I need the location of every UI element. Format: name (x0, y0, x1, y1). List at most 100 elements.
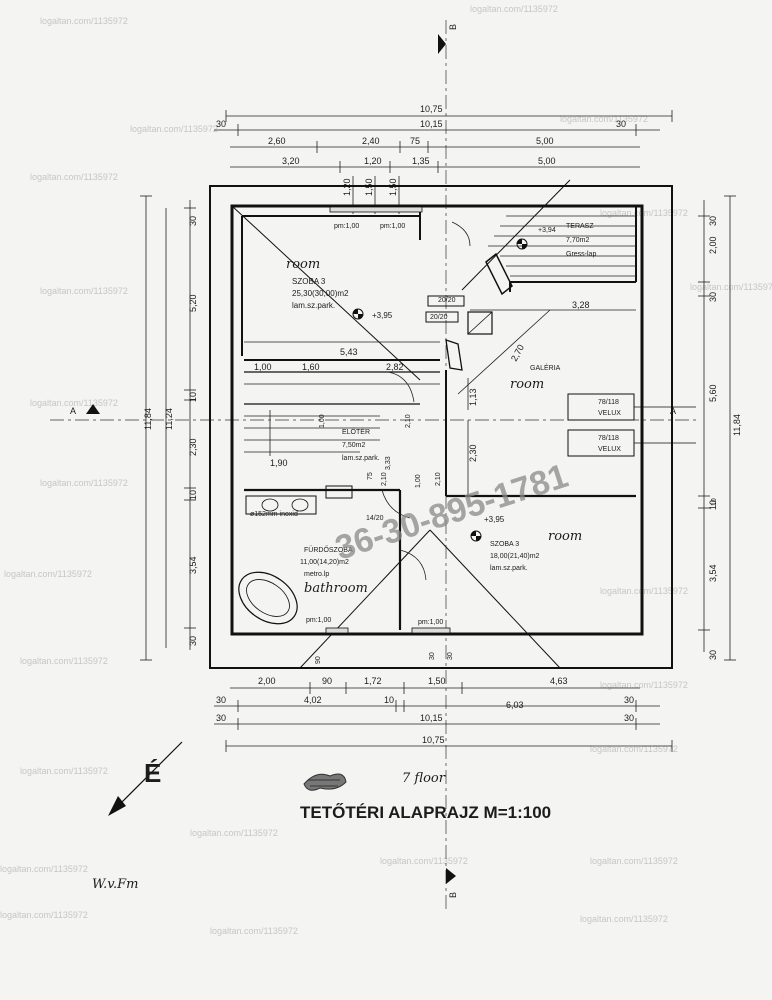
page-title: TETŐTÉRI ALAPRAJZ M=1:100 (300, 803, 551, 822)
section-arrow-icon (446, 868, 456, 884)
dim-label: 30 (188, 216, 198, 226)
pm-label: pm:1,00 (306, 617, 331, 624)
section-arrow-icon (86, 404, 100, 414)
dim-label: 11,24 (164, 408, 174, 430)
velux-size: 78/118 (598, 399, 619, 406)
watermark: logaltan.com/1135972 (690, 282, 772, 292)
dim-label: 30 (708, 650, 718, 660)
north-arrow: É (108, 741, 183, 816)
watermark: logaltan.com/1135972 (600, 586, 688, 596)
north-label: É (144, 758, 161, 788)
section-a-marker: A A (50, 404, 700, 421)
dim-label: 30 (447, 652, 454, 660)
dim-label: 90 (315, 656, 322, 664)
watermark: logaltan.com/1135972 (600, 208, 688, 218)
watermark: logaltan.com/1135972 (590, 856, 678, 866)
dim-label: 1,60 (302, 362, 320, 372)
interior-dim-labels: 20/20 20/20 5,43 1,00 1,60 2,82 1,90 2,1… (254, 297, 718, 664)
dim-label: 1,50 (364, 178, 374, 196)
scribble-icon (303, 773, 347, 791)
dim-label: 30 (616, 119, 626, 129)
room-floor: lam.sz.park. (292, 301, 335, 310)
handwritten-caption: 7 floor (402, 771, 446, 786)
dim-label: 5,43 (340, 347, 358, 357)
room-name: SZOBA 3 (292, 277, 326, 286)
dim-label: 1,00 (319, 414, 326, 428)
room-szoba-nw: room SZOBA 3 25,30(30,00)m2 lam.sz.park.… (286, 223, 405, 320)
room-name: SZOBA 3 (490, 541, 519, 548)
velux-label: VELUX (598, 446, 621, 453)
dim-label: 3,54 (708, 564, 718, 582)
pm-label: pm:1,00 (418, 619, 443, 626)
watermark: logaltan.com/1135972 (210, 926, 298, 936)
dim-label: 2,00 (708, 236, 718, 254)
room-area: 7,50m2 (342, 442, 365, 449)
watermark: logaltan.com/1135972 (600, 680, 688, 690)
dim-label: 30 (624, 695, 634, 705)
dim-label: 30 (216, 695, 226, 705)
watermark: logaltan.com/1135972 (4, 569, 92, 579)
dim-label: 1,72 (364, 676, 382, 686)
room-terasz: +3,94 TERASZ 7,70m2 Gress-lap (538, 223, 596, 258)
watermark: logaltan.com/1135972 (380, 856, 468, 866)
right-dimension-chains: 11,84 30 2,00 30 5,60 10 3,54 30 (698, 195, 742, 661)
velux-label: VELUX (598, 410, 621, 417)
watermark: logaltan.com/1135972 (580, 914, 668, 924)
room-szoba-se: +3,95 room SZOBA 3 18,00(21,40)m2 lam.sz… (418, 515, 582, 626)
building-walls (209, 179, 696, 669)
watermark: logaltan.com/1135972 (560, 114, 648, 124)
dim-label: 2,10 (381, 472, 388, 486)
dim-label: 2,60 (268, 136, 286, 146)
dim-label: 2,70 (509, 343, 526, 363)
dim-label: 5,20 (188, 294, 198, 312)
section-a-label-right: A (670, 406, 676, 416)
pm-label: pm:1,00 (334, 223, 359, 230)
dim-label: 3,20 (282, 156, 300, 166)
dim-label: 2,40 (362, 136, 380, 146)
watermark-group: logaltan.com/1135972 logaltan.com/113597… (0, 4, 772, 936)
room-level: +3,95 (484, 515, 505, 524)
dim-label: 10,15 (420, 713, 443, 723)
dim-label: 10 (188, 490, 198, 500)
watermark: logaltan.com/1135972 (590, 744, 678, 754)
watermark: logaltan.com/1135972 (0, 864, 88, 874)
room-area: 11,00(14,20)m2 (300, 559, 349, 566)
dim-label: 30 (708, 292, 718, 302)
dim-label: 30 (188, 636, 198, 646)
room-level: +3,95 (372, 311, 393, 320)
velux-labels: 78/118 VELUX 78/118 VELUX (598, 399, 621, 453)
dim-label: 1,35 (412, 156, 430, 166)
pipe-label: ø152mm inoxid (250, 511, 298, 518)
watermark: logaltan.com/1135972 (470, 4, 558, 14)
north-arrow-icon (108, 796, 126, 816)
bottom-dimension-chains: 2,00 90 1,72 1,50 4,63 30 4,02 10 6,03 3… (214, 676, 673, 752)
room-eloter: ELŐTÉR 7,50m2 lam.sz.park. (342, 427, 380, 462)
dim-label: 90 (322, 676, 332, 686)
dim-label: 1,00 (254, 362, 272, 372)
dim-label: 1,90 (270, 458, 288, 468)
room-galeria: GALÉRIA room 3,28 2,70 1,13 2,30 (468, 300, 590, 462)
room-furdo: ø152mm inoxid FÜRDŐSZOBA 11,00(14,20)m2 … (250, 511, 368, 624)
room-floor: lam.sz.park. (342, 455, 380, 462)
dim-label: 2,10 (435, 472, 442, 486)
dim-label: 10 (188, 392, 198, 402)
dim-label: 3,33 (385, 456, 392, 470)
watermark: logaltan.com/1135972 (30, 172, 118, 182)
watermark: logaltan.com/1135972 (20, 766, 108, 776)
room-name: ELŐTÉR (342, 427, 370, 436)
dim-label: 2,10 (405, 414, 412, 428)
section-b-bottom-label: B (448, 892, 458, 898)
dim-label: 1,50 (388, 178, 398, 196)
signature: W.v.Fm (92, 877, 139, 892)
handwritten-room-note: room (286, 257, 320, 272)
handwritten-room-note: bathroom (304, 581, 368, 596)
velux-size: 78/118 (598, 435, 619, 442)
chimney-label: 20/20 (430, 314, 448, 321)
dim-label: 11,84 (143, 408, 153, 430)
room-name: FÜRDŐSZOBA (304, 545, 353, 554)
room-area: 18,00(21,40)m2 (490, 553, 540, 560)
dim-label: 6,03 (506, 700, 524, 710)
dim-label: 10,75 (422, 735, 445, 745)
dim-label: 10,15 (420, 119, 443, 129)
